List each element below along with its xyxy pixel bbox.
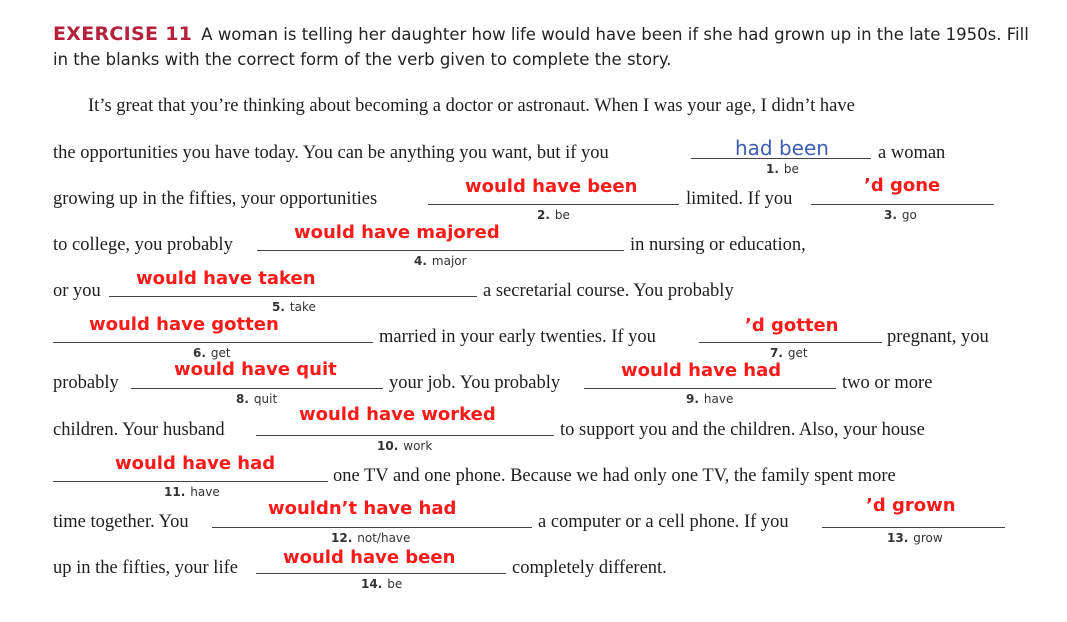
answer-3: ’d gone <box>864 175 941 196</box>
story-line-3b: limited. If you <box>686 189 793 209</box>
story-line-2a: the opportunities you have today. You ca… <box>53 143 609 163</box>
story-line-7b: your job. You probably <box>389 373 561 393</box>
answer-5: would have taken <box>136 268 316 289</box>
story-line-7a: probably <box>53 373 119 393</box>
story-line-11a: up in the fifties, your life <box>53 558 238 578</box>
label-13: 13.grow <box>887 531 943 545</box>
story-line-8b: to support you and the children. Also, y… <box>560 420 925 440</box>
story-line-5a: or you <box>53 281 101 301</box>
label-6: 6.get <box>193 346 231 360</box>
label-11: 11.have <box>164 485 220 499</box>
answer-12: wouldn’t have had <box>268 498 457 519</box>
label-7: 7.get <box>770 346 808 360</box>
blank-4[interactable] <box>257 250 624 251</box>
label-3: 3.go <box>884 208 917 222</box>
label-14: 14.be <box>361 577 403 591</box>
blank-2[interactable] <box>428 204 679 205</box>
story-line-6a: married in your early twenties. If you <box>379 327 656 347</box>
label-12: 12.not/have <box>331 531 411 545</box>
answer-14: would have been <box>283 547 456 568</box>
answer-6: would have gotten <box>89 314 279 335</box>
story-line-3a: growing up in the fifties, your opportun… <box>53 189 378 209</box>
answer-9: would have had <box>621 360 782 381</box>
story-line-7c: two or more <box>842 373 933 393</box>
answer-11: would have had <box>115 453 276 474</box>
answer-10: would have worked <box>299 404 496 425</box>
story-line-6b: pregnant, you <box>887 327 989 347</box>
answer-1: had been <box>735 136 829 160</box>
label-9: 9.have <box>686 392 734 406</box>
story-line-4b: in nursing or education, <box>630 235 806 255</box>
blank-6[interactable] <box>53 342 373 343</box>
label-1: 1.be <box>766 162 799 176</box>
blank-7[interactable] <box>699 342 882 343</box>
story-line-11b: completely different. <box>512 558 667 578</box>
label-2: 2.be <box>537 208 570 222</box>
label-8: 8.quit <box>236 392 278 406</box>
blank-3[interactable] <box>811 204 994 205</box>
blank-8[interactable] <box>131 388 383 389</box>
blank-1[interactable] <box>691 158 871 159</box>
story-line-8a: children. Your husband <box>53 420 225 440</box>
story-line-9a: one TV and one phone. Because we had onl… <box>333 466 896 486</box>
exercise-instructions: A woman is telling her daughter how life… <box>53 25 1029 69</box>
story-line-10a: time together. You <box>53 512 189 532</box>
answer-7: ’d gotten <box>745 315 839 336</box>
blank-11[interactable] <box>53 481 328 482</box>
story-line-10b: a computer or a cell phone. If you <box>538 512 789 532</box>
story-line-5b: a secretarial course. You probably <box>483 281 734 301</box>
label-5: 5.take <box>272 300 316 314</box>
blank-10[interactable] <box>256 435 554 436</box>
label-4: 4.major <box>414 254 467 268</box>
blank-9[interactable] <box>584 388 836 389</box>
blank-5[interactable] <box>109 296 477 297</box>
blank-14[interactable] <box>256 573 506 574</box>
story-line-2b: a woman <box>878 143 946 163</box>
answer-13: ’d grown <box>866 495 956 516</box>
blank-12[interactable] <box>212 527 532 528</box>
answer-2: would have been <box>465 176 638 197</box>
blank-13[interactable] <box>822 527 1005 528</box>
story-line-1: It’s great that you’re thinking about be… <box>88 96 855 116</box>
label-10: 10.work <box>377 439 433 453</box>
story-line-4a: to college, you probably <box>53 235 233 255</box>
exercise-title: EXERCISE 11 <box>53 23 193 45</box>
answer-4: would have majored <box>294 222 500 243</box>
answer-8: would have quit <box>174 359 337 380</box>
